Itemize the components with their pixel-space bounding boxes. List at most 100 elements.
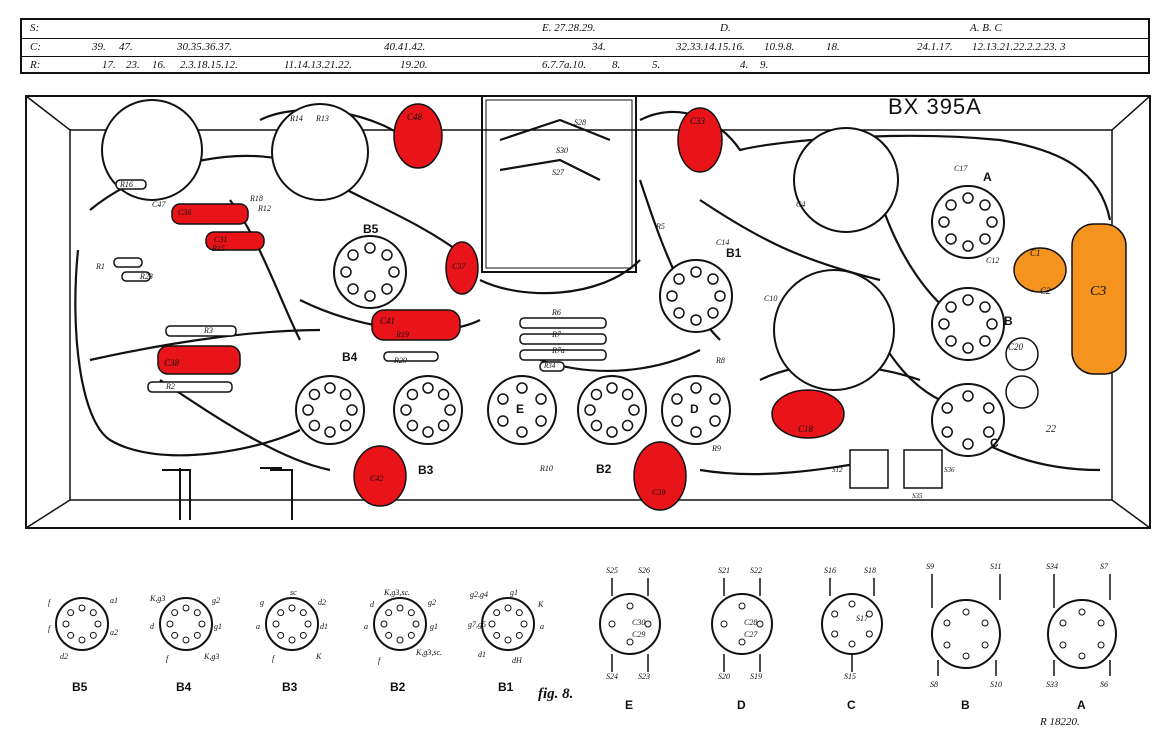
socket-pin bbox=[941, 426, 953, 438]
socket-pin bbox=[983, 426, 995, 438]
socket-pin bbox=[606, 382, 618, 394]
socket-pin bbox=[535, 415, 547, 427]
socket-pin bbox=[979, 199, 991, 211]
table-cell: 16. bbox=[152, 59, 166, 71]
socket-pin bbox=[437, 419, 450, 432]
socket-pin bbox=[497, 393, 509, 405]
resistor-r20 bbox=[383, 351, 439, 362]
socket-pin bbox=[406, 388, 419, 401]
table-cell: 23. bbox=[126, 59, 140, 71]
socket-pin bbox=[621, 419, 634, 432]
socket-pin bbox=[986, 216, 998, 228]
capacitor-c42 bbox=[353, 445, 407, 507]
socket-pin bbox=[707, 307, 719, 319]
table-cell: 6.7.7a.10. bbox=[542, 59, 586, 71]
socket-pin bbox=[979, 233, 991, 245]
socket-pin bbox=[444, 404, 456, 416]
row-label: R: bbox=[30, 59, 41, 71]
socket-pin bbox=[340, 266, 352, 278]
switch-s35 bbox=[903, 449, 943, 489]
capacitor-c31 bbox=[205, 231, 265, 251]
socket-pin bbox=[962, 192, 974, 204]
model-label-text: BX 395A bbox=[888, 94, 982, 119]
socket-pin bbox=[584, 404, 596, 416]
table-cell: 24.1.17. bbox=[917, 41, 953, 53]
socket-pin bbox=[938, 216, 950, 228]
capacitor-c18 bbox=[771, 389, 845, 439]
table-cell: 11.14.13.21.22. bbox=[284, 59, 352, 71]
socket-pin bbox=[690, 426, 702, 438]
socket-pin bbox=[707, 273, 719, 285]
wire-loop bbox=[74, 249, 301, 457]
socket-pin bbox=[671, 415, 683, 427]
switch-deck-upper bbox=[793, 127, 899, 233]
table-cell: 34. bbox=[592, 41, 606, 53]
socket-pin bbox=[673, 307, 685, 319]
socket-pin bbox=[422, 426, 434, 438]
table-cell: E. 27.28.29. bbox=[542, 22, 596, 34]
socket-pin bbox=[628, 404, 640, 416]
socket-pin bbox=[400, 404, 412, 416]
socket-pin bbox=[381, 249, 393, 261]
socket-pin bbox=[690, 314, 702, 326]
socket-pin bbox=[590, 419, 603, 432]
capacitor-c41 bbox=[371, 309, 461, 341]
table-cell: 10.9.8. bbox=[764, 41, 795, 53]
table-cell: D. bbox=[720, 22, 731, 34]
table-cell: 40.41.42. bbox=[384, 41, 426, 53]
socket-pin bbox=[945, 233, 957, 245]
resistor-r34 bbox=[539, 361, 565, 372]
capacitor-c20 bbox=[1005, 337, 1039, 371]
socket-pin bbox=[324, 382, 336, 394]
reference-table: S: E. 27.28.29. D. A. B. C C: 39. 47. 30… bbox=[20, 18, 1150, 74]
potentiometer bbox=[271, 103, 369, 201]
socket-pin bbox=[308, 419, 321, 432]
socket-pin bbox=[962, 390, 974, 402]
socket-pin bbox=[381, 283, 393, 295]
table-cell: 47. bbox=[119, 41, 133, 53]
table-cell: 39. bbox=[92, 41, 106, 53]
resistor-r2 bbox=[147, 381, 233, 393]
socket-pin bbox=[709, 415, 721, 427]
socket-pin bbox=[590, 388, 603, 401]
table-cell: 12.13.21.22.2.2.23. 3 bbox=[972, 41, 1066, 53]
socket-d bbox=[661, 375, 731, 445]
capacitor-c33 bbox=[677, 107, 723, 173]
row-label: S: bbox=[30, 22, 40, 34]
table-row-c: C: 39. 47. 30.35.36.37. 40.41.42. 34. 32… bbox=[22, 38, 1148, 57]
socket-pin bbox=[621, 388, 634, 401]
socket-pin bbox=[986, 318, 998, 330]
resistor-r7 bbox=[519, 333, 607, 345]
table-cell: 17. bbox=[102, 59, 116, 71]
row-label: C: bbox=[30, 41, 41, 53]
socket-pin bbox=[962, 438, 974, 450]
table-cell: 18. bbox=[826, 41, 840, 53]
table-cell: 2.3.18.15.12. bbox=[180, 59, 238, 71]
socket-pin bbox=[962, 240, 974, 252]
socket-pin bbox=[666, 290, 678, 302]
capacitor-c37 bbox=[445, 241, 479, 295]
capacitor-c48 bbox=[393, 103, 443, 169]
table-cell: 32.33.14.15.16. bbox=[676, 41, 745, 53]
socket-pin bbox=[535, 393, 547, 405]
socket-pin bbox=[347, 283, 359, 295]
switch-deck-lower bbox=[773, 269, 895, 391]
socket-pin bbox=[324, 426, 336, 438]
socket-pin bbox=[437, 388, 450, 401]
socket-pin bbox=[714, 290, 726, 302]
table-cell: 9. bbox=[760, 59, 769, 71]
socket-pin bbox=[945, 335, 957, 347]
model-label: BX 395A bbox=[888, 94, 982, 120]
socket-pin bbox=[979, 301, 991, 313]
socket-pin bbox=[962, 294, 974, 306]
socket-pin bbox=[690, 382, 702, 394]
socket-pin bbox=[516, 382, 528, 394]
socket-pin bbox=[347, 249, 359, 261]
capacitor-c3 bbox=[1071, 223, 1127, 375]
socket-pin bbox=[690, 266, 702, 278]
socket-pin bbox=[945, 199, 957, 211]
socket-pin bbox=[302, 404, 314, 416]
socket-pin bbox=[339, 388, 352, 401]
socket-pin bbox=[339, 419, 352, 432]
